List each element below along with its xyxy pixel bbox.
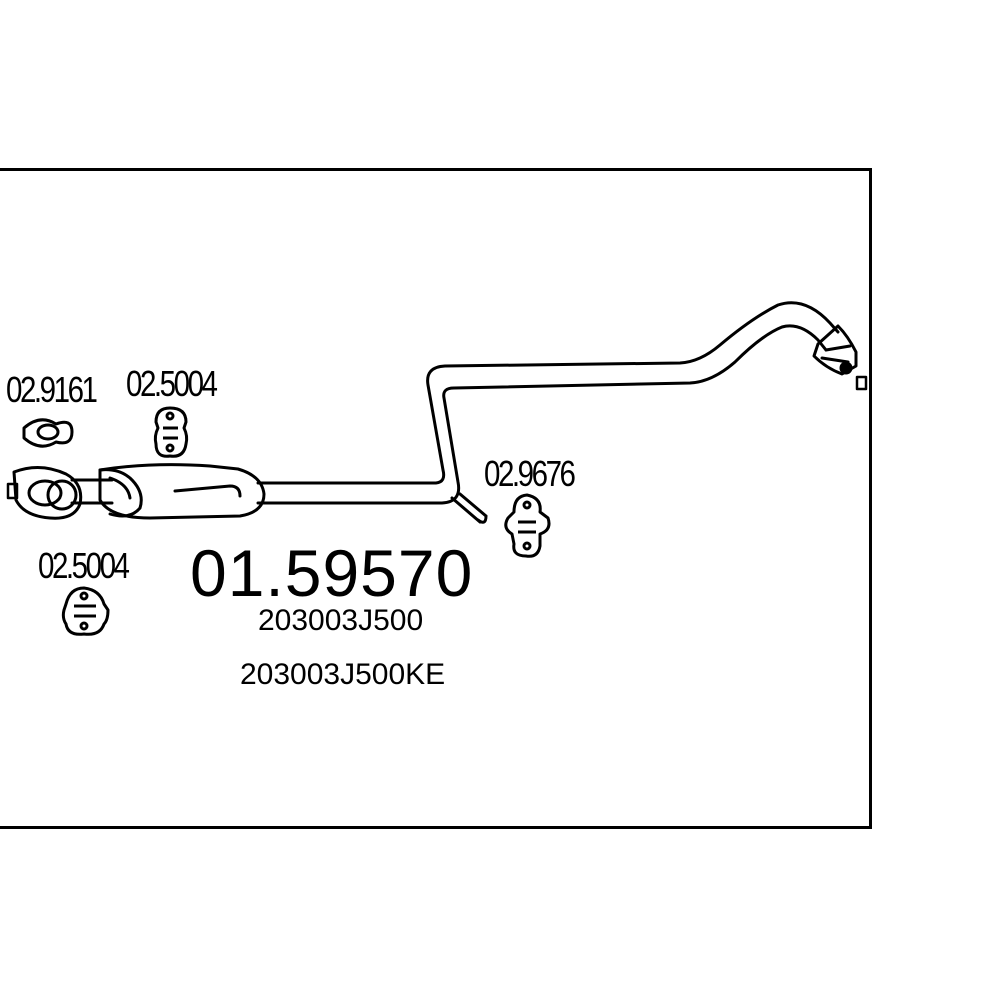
front-flange-icon bbox=[12, 466, 83, 520]
accessory-code-mount-bottom: 02.5004 bbox=[38, 545, 130, 586]
oem-number-2: 203003J500KE bbox=[240, 658, 446, 691]
flange-gasket-icon bbox=[22, 418, 74, 448]
exhaust-pipe-inner bbox=[256, 324, 828, 505]
main-part-number: 01.59570 bbox=[190, 536, 474, 610]
rubber-mount-icon bbox=[153, 406, 189, 458]
oem-number-1: 203003J500 bbox=[258, 604, 424, 637]
exhaust-pipe-icon bbox=[256, 301, 840, 485]
tailpipe-end-icon bbox=[812, 324, 858, 376]
rubber-hanger-icon bbox=[504, 493, 551, 558]
accessory-code-mount-top: 02.5004 bbox=[126, 363, 218, 404]
pipe-hanger-bracket-icon bbox=[450, 492, 488, 524]
diagram-frame bbox=[0, 168, 872, 829]
rubber-mount-icon bbox=[61, 586, 110, 636]
accessory-code-hanger: 02.9676 bbox=[484, 453, 576, 494]
accessory-code-gasket: 02.9161 bbox=[6, 369, 98, 410]
